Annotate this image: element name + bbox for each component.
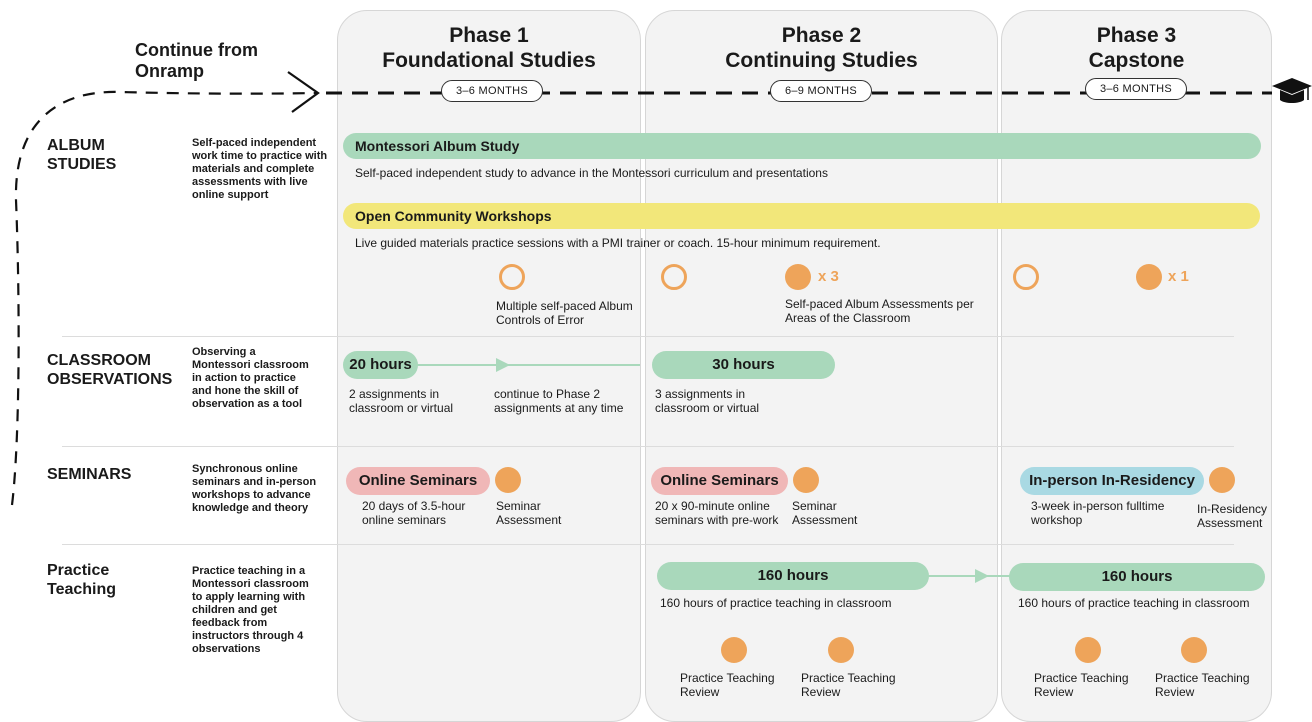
control-of-error-note: Multiple self-paced Album Controls of Er…: [496, 299, 633, 327]
online-seminars-phase-1: Online Seminars: [346, 467, 490, 495]
practice-review-phase-2: Practice Teaching Review: [801, 671, 896, 699]
observation-note-phase-1: 2 assignments in classroom or virtual: [349, 387, 454, 415]
community-workshops-bar: Open Community Workshops: [343, 203, 1260, 229]
phase-1-subtitle: Foundational Studies: [382, 49, 596, 72]
seminars-description: Synchronous online seminars and in-perso…: [192, 463, 317, 514]
album-studies-description: Self-paced independent work time to prac…: [192, 137, 328, 201]
observations-label: CLASSROOM OBSERVATIONS: [47, 352, 173, 388]
phase-2-subtitle: Continuing Studies: [725, 49, 918, 72]
seminars-label: SEMINARS: [47, 466, 132, 483]
observations-description: Observing a Montessori classroom in acti…: [192, 346, 309, 410]
practice-hours-phase-3: 160 hours: [1009, 563, 1265, 591]
album-studies-label: ALBUM STUDIES: [47, 137, 117, 173]
phase-3-subtitle: Capstone: [1088, 49, 1185, 72]
in-residency-pill: In-person In-Residency: [1020, 467, 1204, 495]
row-divider: [62, 336, 1234, 337]
continue-from-onramp-label: Continue from Onramp: [135, 40, 258, 81]
practice-review-phase-2: Practice Teaching Review: [680, 671, 775, 699]
practice-review-icon: [1181, 637, 1207, 663]
phase-2-title: Phase 2: [781, 24, 862, 47]
in-residency-note: 3-week in-person fulltime workshop: [1031, 499, 1165, 527]
control-of-error-icon: [1013, 264, 1039, 290]
practice-review-icon: [828, 637, 854, 663]
phase-3-duration-badge: 3–6 MONTHS: [1085, 78, 1187, 100]
album-study-description: Self-paced independent study to advance …: [355, 166, 828, 180]
practice-review-phase-3: Practice Teaching Review: [1155, 671, 1250, 699]
practice-teaching-label: Practice Teaching: [47, 562, 117, 598]
control-of-error-icon: [661, 264, 687, 290]
phase-2-duration-badge: 6–9 MONTHS: [770, 80, 872, 102]
phase-1-duration-badge: 3–6 MONTHS: [441, 80, 543, 102]
seminar-assessment-icon: [793, 467, 819, 493]
control-of-error-icon: [499, 264, 525, 290]
album-study-bar: Montessori Album Study: [343, 133, 1261, 159]
row-divider: [62, 544, 1234, 545]
seminar-assessment-phase-2: Seminar Assessment: [792, 499, 858, 527]
in-residency-assessment: In-Residency Assessment: [1197, 502, 1268, 530]
album-assessment-icon: [785, 264, 811, 290]
album-assessment-count: x 1: [1168, 268, 1189, 285]
phase-1-title: Phase 1: [449, 24, 529, 47]
seminar-note-phase-1: 20 days of 3.5-hour online seminars: [362, 499, 466, 527]
practice-teaching-description: Practice teaching in a Montessori classr…: [192, 565, 309, 655]
practice-hours-phase-2: 160 hours: [657, 562, 929, 590]
row-divider: [62, 446, 1234, 447]
observation-continue-note: continue to Phase 2 assignments at any t…: [494, 387, 624, 415]
practice-review-icon: [721, 637, 747, 663]
observation-note-phase-2: 3 assignments in classroom or virtual: [655, 387, 760, 415]
seminar-assessment-icon: [495, 467, 521, 493]
practice-note-phase-3: 160 hours of practice teaching in classr…: [1018, 596, 1250, 610]
observation-hours-phase-2: 30 hours: [652, 351, 835, 379]
community-workshops-description: Live guided materials practice sessions …: [355, 236, 881, 250]
practice-note-phase-2: 160 hours of practice teaching in classr…: [660, 596, 892, 610]
album-assessment-note: Self-paced Album Assessments per Areas o…: [785, 297, 974, 325]
album-assessment-icon: [1136, 264, 1162, 290]
seminar-note-phase-2: 20 x 90-minute online seminars with pre-…: [655, 499, 779, 527]
in-residency-assessment-icon: [1209, 467, 1235, 493]
phase-3-title: Phase 3: [1096, 24, 1177, 47]
practice-review-icon: [1075, 637, 1101, 663]
observation-hours-phase-1: 20 hours: [343, 351, 418, 379]
practice-review-phase-3: Practice Teaching Review: [1034, 671, 1129, 699]
seminar-assessment-phase-1: Seminar Assessment: [496, 499, 562, 527]
online-seminars-phase-2: Online Seminars: [651, 467, 788, 495]
album-assessment-count: x 3: [818, 268, 839, 285]
